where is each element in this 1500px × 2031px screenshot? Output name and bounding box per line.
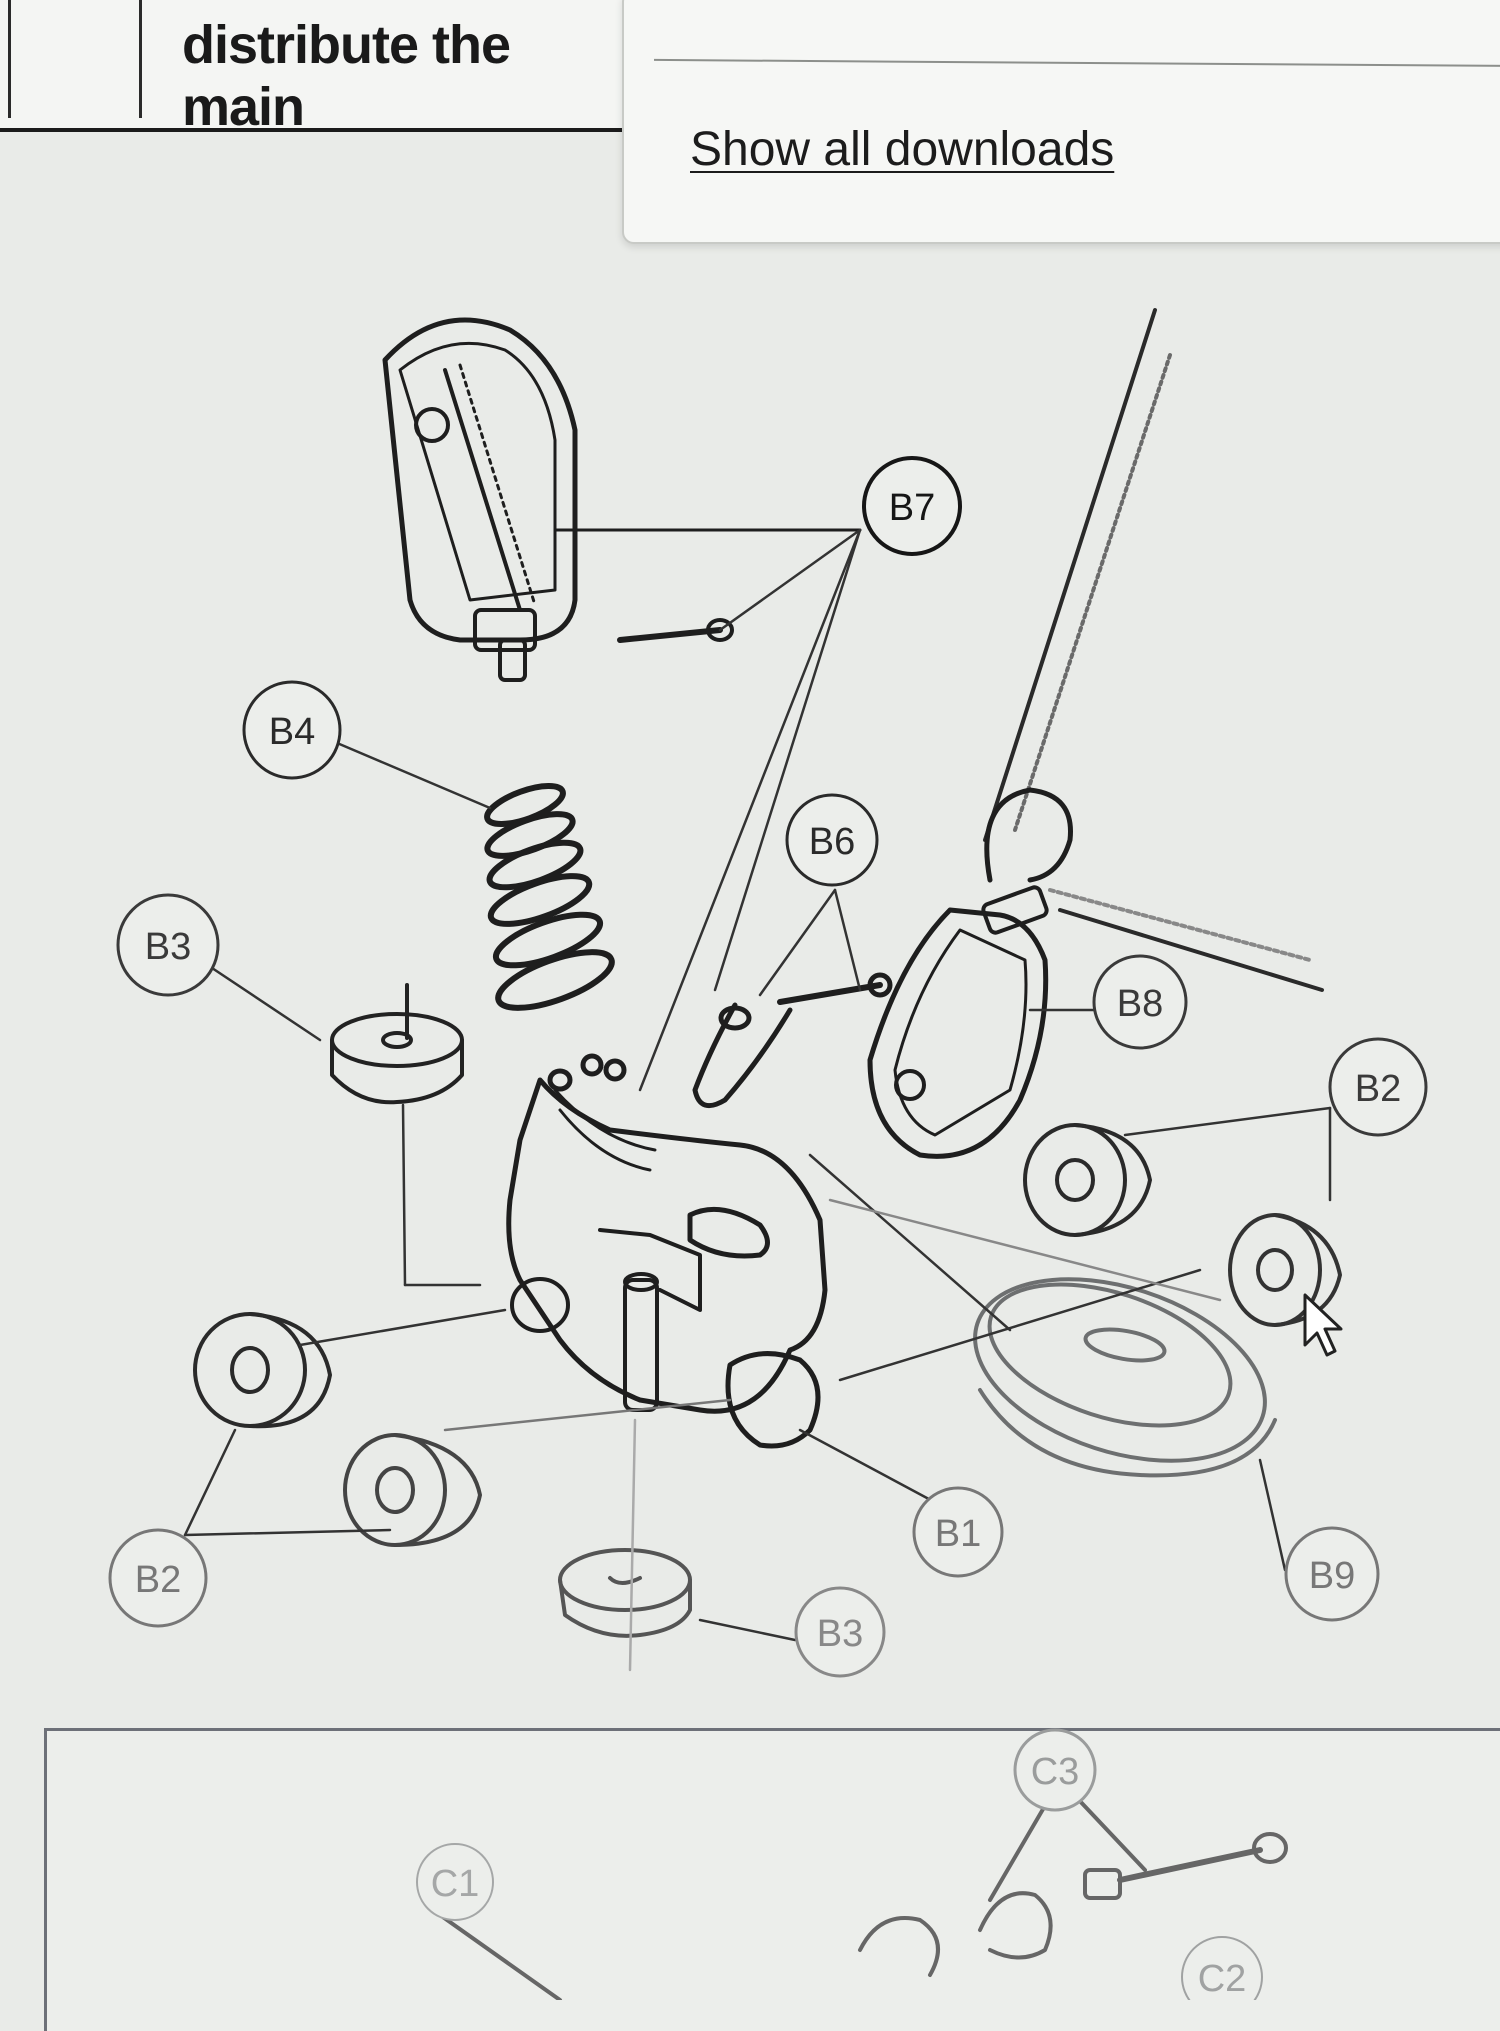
- pulley-block-middle: [867, 787, 1073, 1159]
- callout-label: C1: [431, 1863, 480, 1905]
- callout-b3-left: B3: [116, 893, 220, 997]
- callout-label: B7: [889, 487, 935, 529]
- cable-part: [983, 308, 1324, 992]
- callout-circle: [1284, 1526, 1380, 1622]
- document-table-cell: [8, 0, 142, 118]
- callout-circle: [108, 1528, 208, 1628]
- callout-b9: B9: [1284, 1526, 1380, 1622]
- main-bracket-part: [506, 1053, 828, 1449]
- roller-part-right-top: [1023, 1123, 1152, 1237]
- pulley-block-top: [382, 317, 862, 682]
- document-table-row: distribute the main: [0, 0, 640, 137]
- roller-part-right-bottom: [1228, 1213, 1342, 1327]
- washer-part-left: [330, 983, 464, 1105]
- callout-label: B3: [145, 926, 191, 968]
- callout-label: B2: [135, 1559, 181, 1601]
- callout-label: C2: [1198, 1958, 1247, 2000]
- callout-circle: [912, 1486, 1004, 1578]
- callout-c2: C2: [1181, 1936, 1263, 2000]
- callout-b2-right: B2: [1328, 1037, 1428, 1137]
- callout-label: B6: [809, 821, 855, 863]
- callout-c3: C3: [1013, 1728, 1097, 1812]
- document-text-line: distribute the main: [182, 15, 511, 137]
- callout-label: B3: [817, 1613, 863, 1655]
- callout-b6: B6: [785, 793, 879, 887]
- callout-circle: [1092, 954, 1188, 1050]
- callout-b1: B1: [912, 1486, 1004, 1578]
- downloads-popup: Show all downloads: [622, 0, 1500, 244]
- callout-circle: [1328, 1037, 1428, 1137]
- callout-circle: [416, 1843, 494, 1921]
- callout-circle: [862, 456, 962, 556]
- callout-circle: [1013, 1728, 1097, 1812]
- link-parts-lower: [438, 1778, 1288, 2000]
- base-plate-part: [973, 1277, 1277, 1478]
- show-all-downloads-link[interactable]: Show all downloads: [690, 123, 1115, 176]
- callout-label: B9: [1309, 1555, 1355, 1597]
- callout-b3-bottom: B3: [794, 1586, 886, 1678]
- spring-part: [484, 783, 615, 1011]
- callout-label: B2: [1355, 1068, 1401, 1110]
- callout-circle: [242, 680, 342, 780]
- callout-c1: C1: [416, 1843, 494, 1921]
- callout-b8: B8: [1092, 954, 1188, 1050]
- callout-label: B8: [1117, 983, 1163, 1025]
- callout-circle: [785, 793, 879, 887]
- callout-circle: [794, 1586, 886, 1678]
- mouse-cursor-icon: [1303, 1293, 1343, 1357]
- callout-b2-left: B2: [108, 1528, 208, 1628]
- roller-part-left-top: [193, 1312, 332, 1429]
- callout-b4: B4: [242, 680, 342, 780]
- leader-lines: [183, 528, 1332, 1672]
- shackle-part: [692, 972, 893, 1109]
- callout-label: C3: [1031, 1751, 1080, 1793]
- washer-part-bottom: [558, 1548, 692, 1638]
- callout-b7: B7: [862, 456, 962, 556]
- callout-circle: [116, 893, 220, 997]
- callout-label: B1: [935, 1513, 981, 1555]
- roller-part-left-bottom: [343, 1433, 482, 1547]
- callout-label: B4: [269, 711, 315, 753]
- callout-circle: [1181, 1936, 1263, 2000]
